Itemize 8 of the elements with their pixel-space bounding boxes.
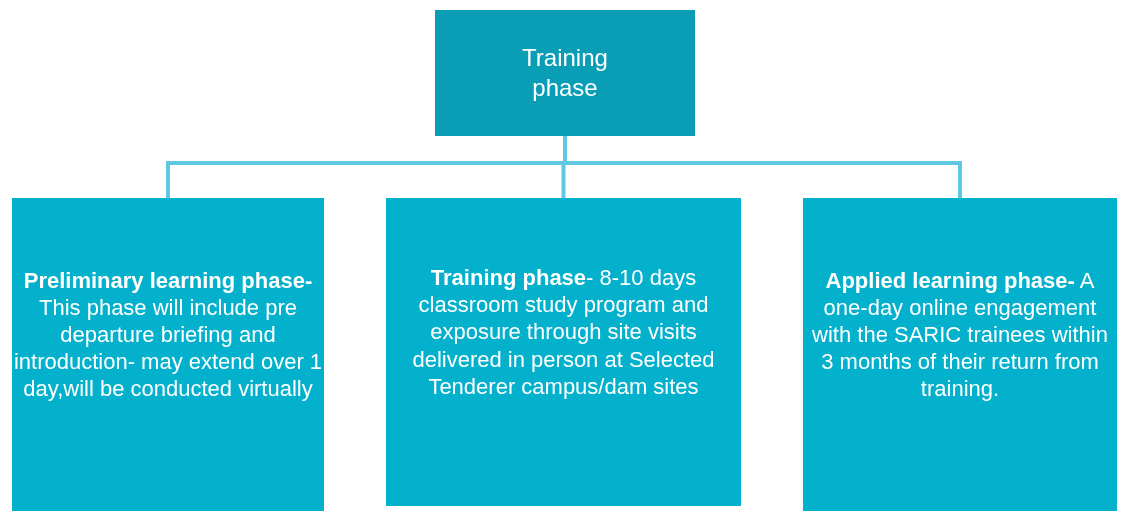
process-box (386, 198, 741, 506)
process-box (803, 198, 1117, 511)
box-title: Training phase (521, 43, 609, 103)
process-box (435, 10, 695, 136)
process-box (12, 198, 324, 511)
box-text: Training phase- 8-10 days classroom study program and exposure through site visits delivered in person at Selected Tenderer campus/dam sites (411, 264, 716, 400)
box-text: Preliminary learning phase- This phase will include pre departure briefing and introduction- may extend over 1 day,will be conducted virtually (12, 266, 324, 403)
box-text: Applied learning phase- A one-day online engagement with the SARIC trainees within 3 months of their return from training. (811, 266, 1109, 403)
